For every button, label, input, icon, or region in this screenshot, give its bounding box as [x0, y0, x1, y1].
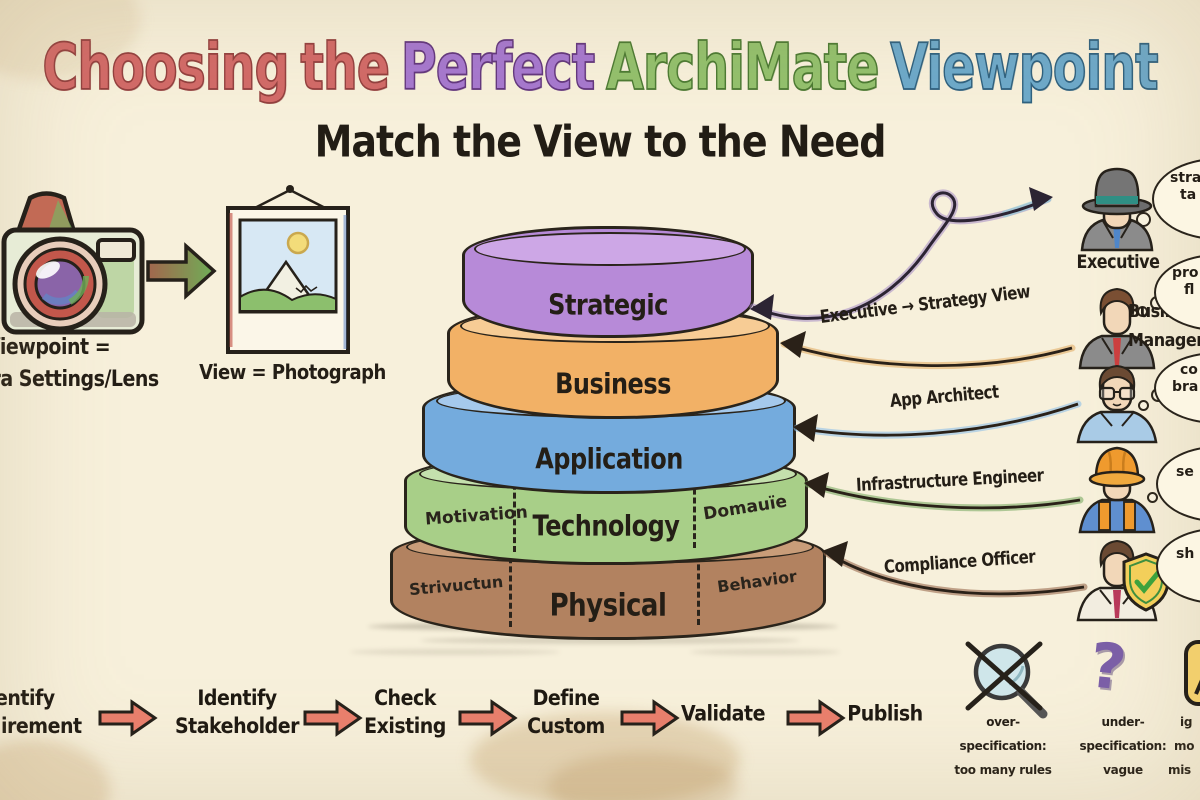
bubble-text: bra [1172, 379, 1199, 395]
process-step: Define Custom [456, 685, 676, 741]
layer-label: Physical [549, 588, 667, 624]
coffee-stain [0, 740, 110, 800]
pitfall-caption-line: too many rules [954, 763, 1052, 777]
thought-bubble-dot [1147, 492, 1158, 503]
camera-icon [1, 191, 145, 335]
thought-bubble-dot [1138, 400, 1149, 411]
photo-icon [226, 185, 350, 354]
layer-label: Application [535, 442, 683, 476]
title-word: Choosing [42, 29, 291, 105]
process-step-line: Stakeholder [174, 714, 300, 739]
executive-avatar [1080, 167, 1154, 252]
persona-label-line: Manager [1128, 329, 1200, 351]
layer-strategic: Strategic [462, 226, 754, 338]
title-word: the [300, 29, 391, 105]
title-word: Viewpoint [890, 29, 1160, 105]
infrastructure-engineer-avatar [1078, 446, 1156, 534]
pitfall-caption-line: mis [1168, 763, 1191, 777]
dashed-divider [513, 466, 516, 552]
pitfall-caption-line: specification: [1079, 739, 1167, 753]
coffee-stain [548, 752, 738, 800]
page-subtitle: Match the View to the Need [314, 116, 887, 167]
process-step: Identify Stakeholder [127, 685, 347, 741]
bubble-text: ta [1180, 187, 1197, 203]
bubble-text: sh [1176, 546, 1195, 562]
thought-bubble-dot [1136, 212, 1151, 227]
compliance-officer-avatar [1076, 539, 1170, 622]
cake-shadow [690, 649, 840, 655]
pitfall-caption-line: over- [986, 715, 1020, 729]
process-step-line: Check [374, 686, 436, 711]
question-mark-icon: ? [1086, 628, 1130, 705]
thought-bubble-dot [1137, 306, 1148, 317]
layer-label: Business [555, 367, 671, 401]
bubble-text: co [1180, 362, 1198, 378]
mapping-label: Compliance Officer [883, 545, 1036, 578]
pitfall-caption-line: vague [1103, 763, 1143, 777]
viewpoint-caption-line2: Camera Settings/Lens [0, 366, 159, 392]
pitfall-caption-line: mo [1174, 739, 1195, 753]
process-step-line: Existing [364, 714, 446, 739]
dashed-divider [697, 537, 700, 625]
pitfall-caption-line: specification: [959, 739, 1047, 753]
process-step-line: Validate [681, 701, 765, 727]
process-step: Identify Requirement [0, 685, 125, 741]
layer-label: Strategic [548, 288, 668, 322]
view-caption: View = Photograph [199, 360, 386, 385]
process-step-line: Identify [197, 686, 277, 711]
bubble-text: stra [1170, 170, 1200, 186]
pitfall-caption: ig mo mis [1168, 710, 1200, 782]
mapping-arrow-icon [793, 400, 1082, 442]
process-step: Validate [613, 701, 833, 729]
metaphor-arrow-icon [146, 242, 217, 300]
process-step-line: Publish [847, 701, 923, 727]
thought-bubble: co bra [1154, 352, 1200, 424]
thought-bubble-dot [1122, 224, 1133, 235]
thought-bubble: sh [1156, 528, 1200, 604]
pitfall-caption-line: under- [1101, 715, 1145, 729]
thought-bubble: se [1156, 446, 1200, 522]
thought-bubble-dot [1141, 575, 1152, 586]
viewpoint-caption-line1: Viewpoint = [0, 334, 111, 360]
mapping-label: App Architect [889, 380, 1000, 412]
dashed-divider [693, 462, 696, 548]
title-word: ArchiMate [605, 29, 880, 105]
layer-label: Technology [532, 509, 680, 543]
warning-sign-icon [1184, 640, 1200, 706]
process-step: Publish [775, 701, 995, 729]
mapping-label: Infrastructure Engineer [855, 464, 1045, 496]
process-step-line: Define [532, 686, 600, 711]
cake-shadow [420, 637, 800, 644]
pitfall-caption-line: ig [1180, 715, 1193, 729]
process-step-line: Requirement [0, 714, 82, 739]
bubble-text: pro [1172, 265, 1199, 281]
bubble-text: fl [1184, 282, 1195, 298]
process-step: Check Existing [295, 685, 515, 741]
process-step-line: Identify [0, 686, 55, 711]
persona-label-executive: Executive [1076, 250, 1160, 273]
pitfall-caption: under- specification: vague [1038, 710, 1200, 782]
layer-top-surface [473, 232, 747, 266]
bubble-text: se [1176, 464, 1194, 480]
cake-shadow [350, 649, 560, 655]
thought-bubble: stra ta [1152, 158, 1200, 240]
process-step-line: Custom [527, 714, 605, 739]
pitfall-caption: over- specification: too many rules [918, 710, 1088, 782]
dashed-divider [509, 539, 512, 627]
title-word: Perfect [400, 29, 596, 105]
mapping-label: Executive → Strategy View [818, 280, 1032, 328]
mapping-arrow-icon [780, 331, 1076, 370]
